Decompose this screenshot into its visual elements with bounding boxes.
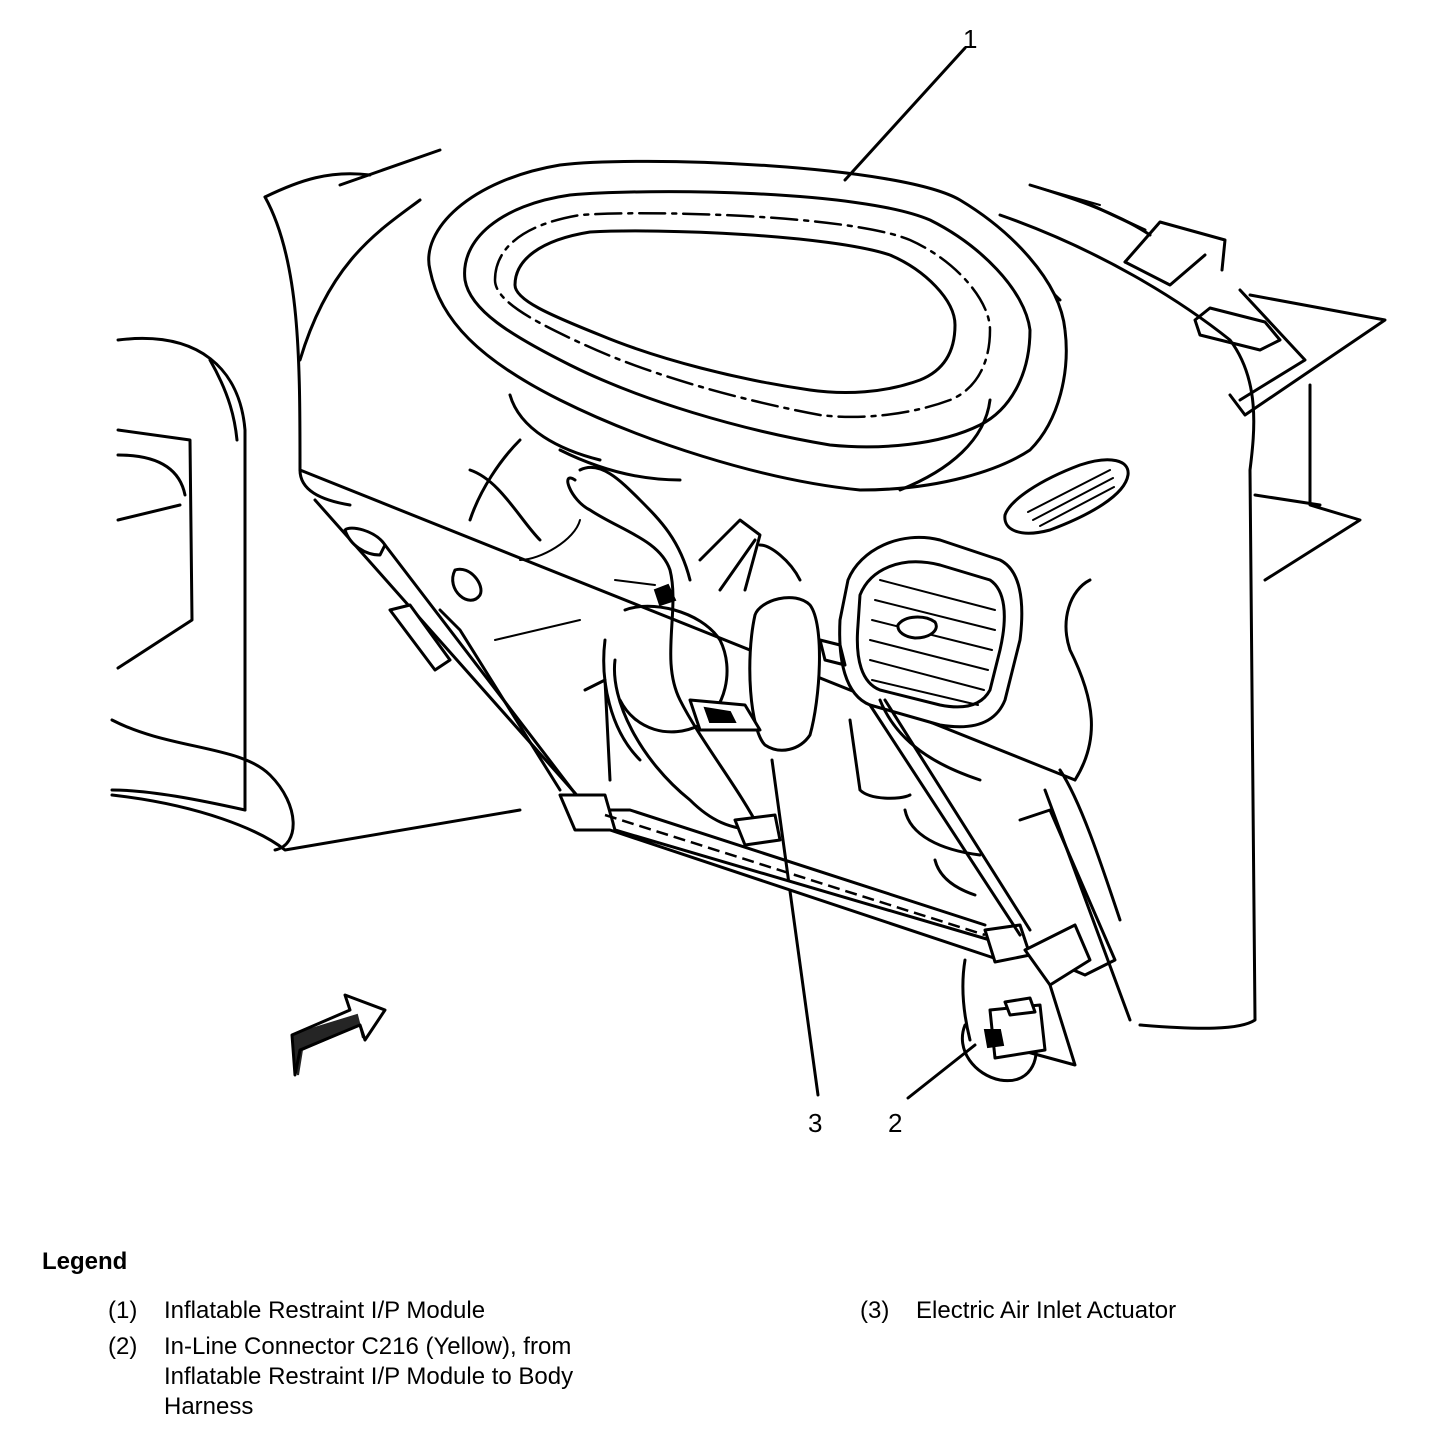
legend-title: Legend	[42, 1248, 128, 1275]
right-vent	[838, 535, 1024, 729]
callout-3: 3	[808, 1108, 822, 1138]
legend-item-number: (3)	[860, 1297, 890, 1324]
legend-item-number: (1)	[108, 1297, 138, 1324]
legend: Legend (1) Inflatable Restraint I/P Modu…	[0, 1240, 1440, 1430]
side-vent	[1003, 458, 1130, 535]
air-inlet-actuator	[566, 465, 847, 1097]
callout-1: 1	[963, 24, 977, 54]
legend-item-text: Electric Air Inlet Actuator	[916, 1297, 1177, 1324]
ip-module	[427, 46, 1068, 492]
callout-2: 2	[888, 1108, 902, 1138]
view-direction-arrow	[290, 993, 387, 1077]
diagram-drawing: 1 2 3	[110, 24, 1387, 1138]
instrument-panel-diagram: 1 2 3	[110, 24, 1387, 1138]
legend-item-text: In-Line Connector C216 (Yellow), from In…	[164, 1333, 574, 1420]
lower-trim-strip	[558, 698, 1032, 964]
legend-item-number: (2)	[108, 1333, 138, 1360]
right-lower-panel	[1018, 768, 1132, 1067]
left-console-outline	[110, 337, 522, 852]
legend-item-text: Inflatable Restraint I/P Module	[164, 1297, 486, 1324]
in-line-connector	[906, 958, 1047, 1100]
support-bracket	[1123, 220, 1387, 582]
